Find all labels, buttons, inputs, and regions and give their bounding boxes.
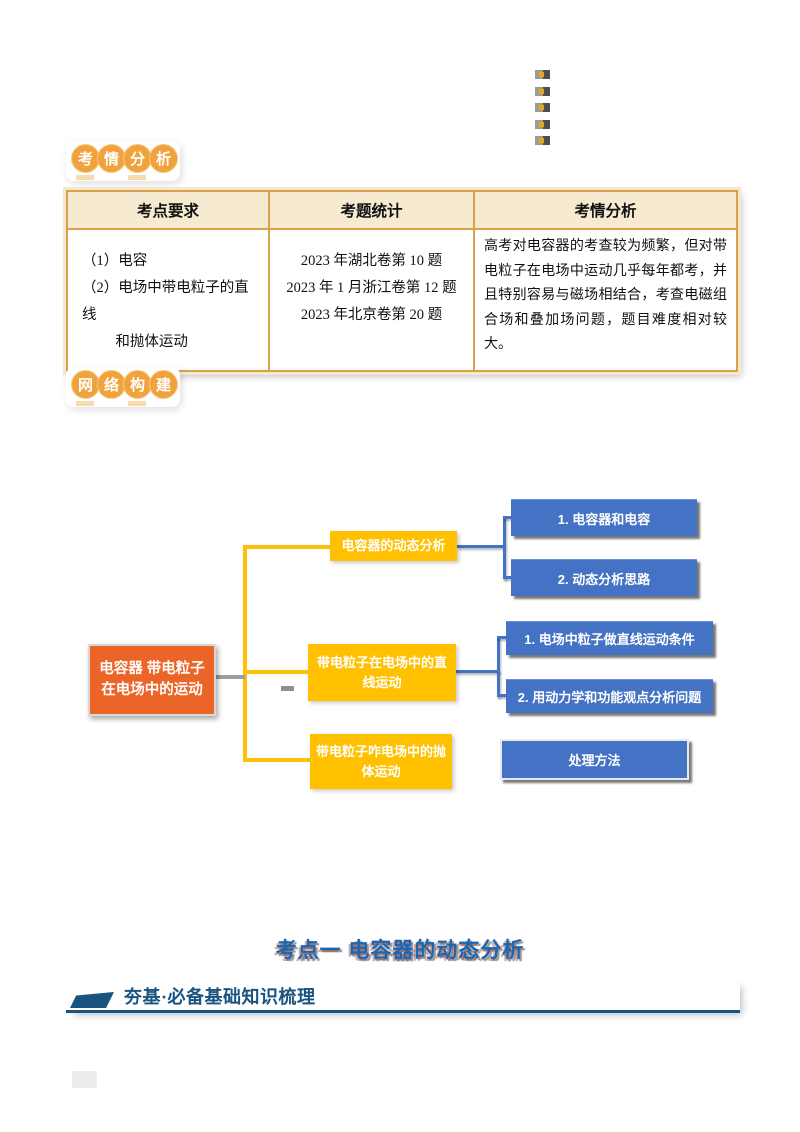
exam-analysis-table: 考点要求 考题统计 考情分析 （1）电容 （2）电场中带电粒子的直线 和抛体运动… — [63, 187, 741, 375]
badge-char: 网 — [71, 370, 100, 399]
topic-title: 考点一 电容器的动态分析 — [275, 939, 525, 962]
root-link-line — [210, 675, 245, 679]
network-badge: 网 络 构 建 — [66, 367, 180, 407]
list-dot-icon — [535, 136, 550, 145]
mindmap-root-node: 电容器 带电粒子 在电场中的运动 — [88, 644, 216, 716]
table-cell-analysis: 高考对电容器的考查较为频繁，但对带电粒子在电场中运动几乎每年都考，并且特别容易与… — [475, 230, 736, 357]
leaf-node-dynamic-thinking: 2. 动态分析思路 — [511, 559, 697, 596]
leaf3-stub — [497, 636, 508, 639]
badge-char: 考 — [71, 144, 100, 173]
branch1-leaf-bracket — [503, 516, 506, 579]
branch3-link-line — [245, 758, 310, 762]
leaf-node-capacitor: 1. 电容器和电容 — [511, 499, 697, 536]
stray-dash-mark — [281, 686, 294, 691]
leaf-node-dynamics-energy: 2. 用动力学和功能观点分析问题 — [506, 679, 713, 713]
table-header-analysis: 考情分析 — [475, 192, 736, 230]
branch2-link-line — [245, 670, 308, 674]
badge-char: 络 — [97, 370, 126, 399]
leaf4-stub — [497, 694, 508, 697]
badge-char: 建 — [149, 370, 178, 399]
exam-info-badge: 考 情 分 析 — [66, 141, 180, 181]
badge-tab-decoration — [76, 175, 94, 180]
list-dot-icon — [535, 103, 550, 112]
leaf-node-linear-condition: 1. 电场中粒子做直线运动条件 — [506, 621, 713, 655]
branch1-link-line — [245, 545, 330, 549]
subsection-title: 夯基·必备基础知识梳理 — [124, 987, 316, 1007]
branch1-leaf-link — [457, 545, 505, 548]
list-dot-icon — [535, 120, 550, 129]
branch2-leaf-link — [455, 670, 500, 673]
badge-char: 构 — [123, 370, 152, 399]
list-dot-icon — [535, 87, 550, 96]
trunk-line — [243, 545, 247, 762]
flag-icon — [70, 992, 114, 1008]
list-dot-icon — [535, 70, 550, 79]
badge-tab-decoration — [76, 401, 94, 406]
leaf1-stub — [503, 516, 513, 519]
footer-placeholder-block — [72, 1071, 97, 1088]
table-header-requirements: 考点要求 — [68, 192, 268, 230]
leaf-node-handling-method: 处理方法 — [500, 739, 689, 780]
subsection-header-bar: 夯基·必备基础知识梳理 — [66, 979, 740, 1013]
branch2-leaf-bracket — [497, 636, 500, 697]
badge-char: 析 — [149, 144, 178, 173]
branch-node-linear-motion: 带电粒子在电场中的直线运动 — [308, 644, 456, 701]
branch-node-dynamic-analysis: 电容器的动态分析 — [330, 531, 457, 561]
badge-char: 分 — [123, 144, 152, 173]
table-cell-statistics: 2023 年湖北卷第 10 题 2023 年 1 月浙江卷第 12 题 2023… — [268, 230, 475, 370]
badge-tab-decoration — [128, 175, 146, 180]
table-header-statistics: 考题统计 — [268, 192, 475, 230]
badge-tab-decoration — [128, 401, 146, 406]
branch-node-projectile-motion: 带电粒子咋电场中的抛体运动 — [310, 734, 452, 789]
table-cell-requirements: （1）电容 （2）电场中带电粒子的直线 和抛体运动 — [68, 230, 268, 370]
badge-char: 情 — [97, 144, 126, 173]
leaf2-stub — [503, 576, 513, 579]
